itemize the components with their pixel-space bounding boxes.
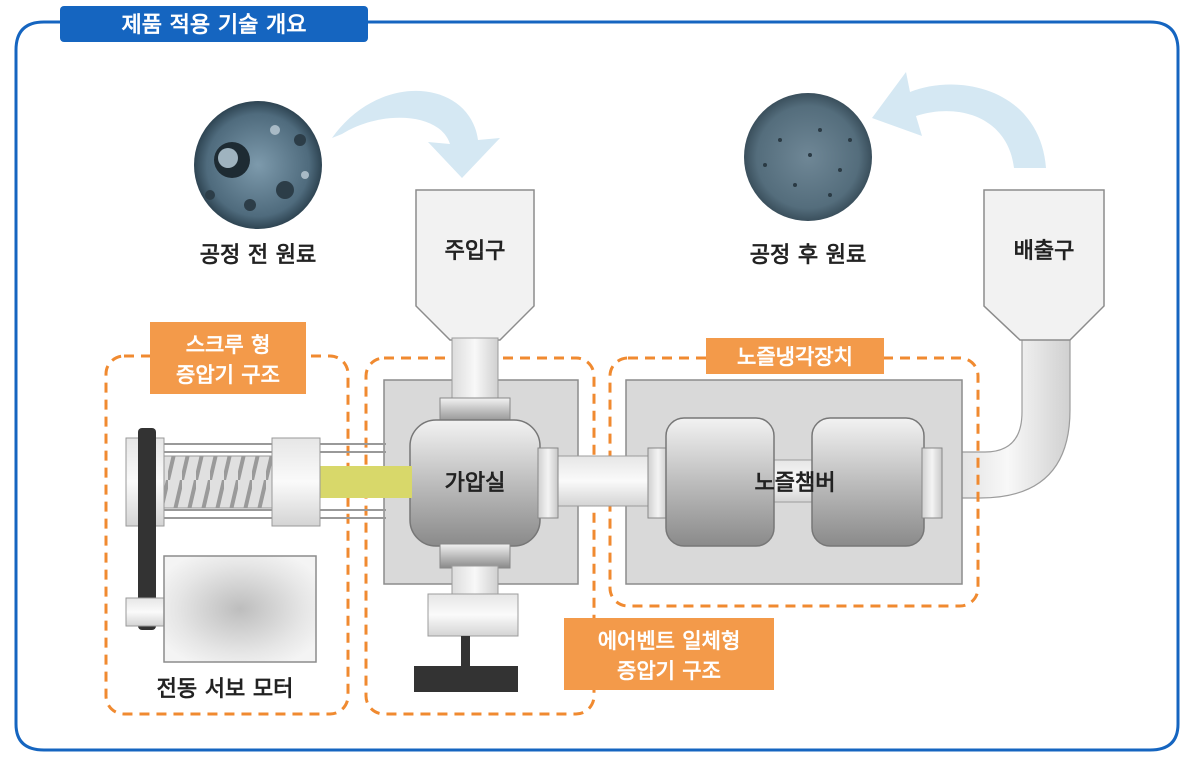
motor-shaft bbox=[125, 597, 165, 627]
label-pressure-chamber: 가압실 bbox=[445, 471, 506, 496]
lower-block bbox=[427, 593, 519, 637]
label-outlet: 배출구 bbox=[1014, 239, 1075, 264]
lower-column bbox=[451, 565, 499, 597]
label-nozzle-chamber: 노즐챔버 bbox=[755, 471, 836, 496]
servo-motor bbox=[163, 555, 317, 663]
nozzle-chamber-left bbox=[665, 417, 775, 547]
pressure-right-flange bbox=[537, 447, 559, 519]
nozzle-left-flange bbox=[647, 447, 669, 519]
outer-frame bbox=[14, 20, 1180, 752]
tag-nozzle-cooling: 노즐냉각장치 bbox=[706, 338, 884, 374]
nozzle-group-box bbox=[608, 356, 980, 608]
airvent-group-box bbox=[364, 356, 596, 716]
lower-flange bbox=[439, 543, 511, 569]
outlet-pipe bbox=[944, 335, 1071, 499]
tag-airvent-line1: 에어벤트 일체형 bbox=[598, 629, 741, 653]
nozzle-right-flange bbox=[921, 447, 943, 519]
label-before-material: 공정 전 원료 bbox=[200, 243, 317, 268]
tag-screw-line2: 증압기 구조 bbox=[176, 363, 280, 387]
material-before-image bbox=[194, 101, 322, 229]
label-after-material: 공정 후 원료 bbox=[750, 243, 867, 268]
ball-screw bbox=[163, 455, 277, 509]
tag-screw-line1: 스크루 형 bbox=[186, 333, 271, 357]
connector-tube bbox=[553, 455, 655, 507]
inlet-hopper bbox=[415, 189, 535, 341]
drive-belt bbox=[138, 428, 156, 630]
page-title: 제품 적용 기술 개요 bbox=[122, 13, 307, 38]
arrow-from-outlet bbox=[872, 72, 1046, 168]
tag-nozzle-cooling-text: 노즐냉각장치 bbox=[737, 345, 853, 369]
outlet-hopper bbox=[983, 189, 1105, 341]
arrow-to-inlet bbox=[332, 90, 500, 178]
label-inlet: 주입구 bbox=[445, 239, 506, 264]
label-servo-motor: 전동 서보 모터 bbox=[157, 677, 294, 702]
title-tab: 제품 적용 기술 개요 bbox=[60, 6, 368, 42]
base-plate bbox=[414, 666, 518, 692]
tag-airvent-booster: 에어벤트 일체형 증압기 구조 bbox=[564, 618, 774, 690]
screw-rod bbox=[320, 466, 412, 498]
tag-screw-booster: 스크루 형 증압기 구조 bbox=[150, 322, 306, 394]
base-stem bbox=[461, 636, 470, 668]
material-after-image bbox=[744, 93, 872, 221]
screw-end-block bbox=[271, 437, 321, 527]
tag-airvent-line2: 증압기 구조 bbox=[617, 659, 721, 683]
inlet-neck bbox=[451, 337, 499, 401]
